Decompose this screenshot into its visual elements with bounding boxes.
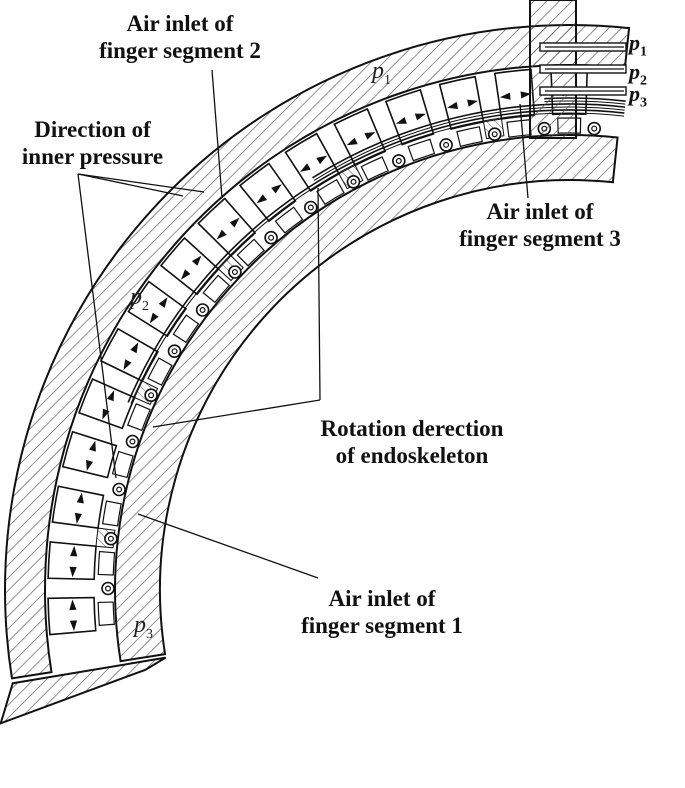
label-p3-inlet: p3 bbox=[629, 81, 647, 111]
pressure-arrow bbox=[76, 492, 84, 504]
air-tube-2-inner bbox=[313, 106, 625, 181]
joint-pin bbox=[591, 125, 598, 132]
pressure-arrow bbox=[89, 440, 96, 452]
chamber-channel bbox=[102, 500, 122, 527]
chamber-channel bbox=[126, 402, 151, 432]
chamber-channel bbox=[97, 601, 115, 627]
pressure-arrow bbox=[70, 545, 78, 557]
pressure-arrow bbox=[499, 92, 511, 100]
air-tube-2 bbox=[312, 103, 626, 179]
pressure-arrow bbox=[271, 184, 282, 194]
chamber-channel bbox=[506, 119, 532, 138]
pressure-arrow bbox=[69, 599, 77, 611]
pressure-arrow bbox=[467, 99, 478, 107]
leader-line-2 bbox=[77, 173, 184, 197]
pressure-arrow bbox=[86, 459, 93, 471]
pressure-arrow bbox=[158, 297, 168, 308]
chamber-channel bbox=[147, 357, 173, 386]
pressure-arrow bbox=[364, 132, 376, 140]
pressure-arrow-group bbox=[69, 43, 585, 631]
chamber-channel bbox=[236, 238, 265, 267]
joint-pin bbox=[231, 269, 238, 276]
chamber-channel bbox=[172, 314, 200, 344]
outer-shell-wall bbox=[4, 24, 631, 680]
leader-line-7 bbox=[152, 399, 321, 428]
finger-tip-cap bbox=[0, 656, 167, 725]
pressure-arrow bbox=[229, 217, 240, 228]
label-p1-inlet: p1 bbox=[629, 30, 647, 60]
joint-pin bbox=[148, 392, 155, 399]
label-p3-chamber: p3 bbox=[134, 612, 153, 642]
pressure-arrow bbox=[316, 155, 328, 165]
finger-tip bbox=[0, 656, 167, 725]
chamber-channel bbox=[456, 126, 483, 148]
label-rotation-direction: Rotation derection of endoskeleton bbox=[320, 416, 504, 468]
outer-shell bbox=[4, 24, 631, 680]
pressure-arrow bbox=[181, 269, 191, 280]
chamber bbox=[51, 485, 105, 529]
chamber bbox=[61, 430, 118, 479]
pressure-arrow bbox=[447, 101, 459, 109]
chamber bbox=[384, 88, 435, 146]
leader-line-3 bbox=[77, 173, 117, 479]
pressure-arrow bbox=[191, 255, 202, 266]
joint-pin bbox=[199, 307, 206, 314]
leader-line-1 bbox=[211, 69, 223, 199]
endoskeleton-joint-group bbox=[101, 121, 602, 596]
label-air-inlet-segment-2: Air inlet of finger segment 2 bbox=[99, 11, 261, 63]
pressure-arrow bbox=[130, 342, 139, 354]
label-p2-inlet: p2 bbox=[629, 59, 647, 89]
leader-line-6 bbox=[317, 187, 321, 401]
leader-line-5 bbox=[519, 103, 529, 199]
label-p2-chamber: p2 bbox=[130, 284, 149, 314]
joint-pin bbox=[129, 438, 136, 445]
pressure-arrow bbox=[69, 620, 78, 631]
leader-line-8 bbox=[137, 513, 319, 579]
leader-line-group bbox=[77, 69, 529, 579]
pressure-arrow bbox=[395, 117, 407, 124]
joint-pin bbox=[107, 535, 114, 542]
pressure-arrow bbox=[69, 566, 77, 578]
joint-pin bbox=[350, 178, 357, 185]
chamber bbox=[47, 596, 97, 636]
pressure-arrow bbox=[123, 359, 132, 371]
leader-line-4 bbox=[77, 173, 205, 193]
chamber bbox=[333, 107, 387, 167]
pressure-arrow bbox=[520, 91, 532, 99]
chamber bbox=[438, 75, 485, 131]
chamber-channel bbox=[316, 178, 345, 206]
label-air-inlet-segment-3: Air inlet of finger segment 3 bbox=[459, 199, 621, 251]
chamber-channel bbox=[97, 550, 116, 576]
label-direction-inner-pressure: Direction of inner pressure bbox=[21, 117, 164, 169]
chamber-channel bbox=[274, 206, 304, 234]
chamber-channel bbox=[360, 156, 389, 181]
pressure-arrow bbox=[74, 512, 82, 524]
pressure-arrow bbox=[149, 312, 159, 324]
pressure-arrow bbox=[216, 229, 227, 240]
joint-pin bbox=[171, 348, 178, 355]
chamber-channel bbox=[407, 138, 436, 162]
joint-pin bbox=[443, 141, 450, 148]
joint-pin bbox=[395, 157, 402, 164]
pressure-arrow bbox=[300, 163, 311, 172]
joint-pin bbox=[116, 486, 123, 493]
chamber-channel bbox=[202, 274, 231, 304]
joint-pin bbox=[268, 234, 275, 241]
joint-pin bbox=[307, 204, 314, 211]
joint-pin bbox=[104, 585, 111, 592]
pressure-arrow bbox=[414, 113, 426, 121]
pressure-arrow bbox=[256, 194, 267, 204]
pressure-arrow bbox=[346, 137, 358, 146]
pressure-arrow bbox=[106, 390, 115, 402]
joint-pin bbox=[491, 131, 498, 138]
label-p1-chamber: p1 bbox=[372, 58, 391, 88]
label-air-inlet-segment-1: Air inlet of finger segment 1 bbox=[301, 586, 463, 638]
finger-base bbox=[529, 0, 627, 139]
